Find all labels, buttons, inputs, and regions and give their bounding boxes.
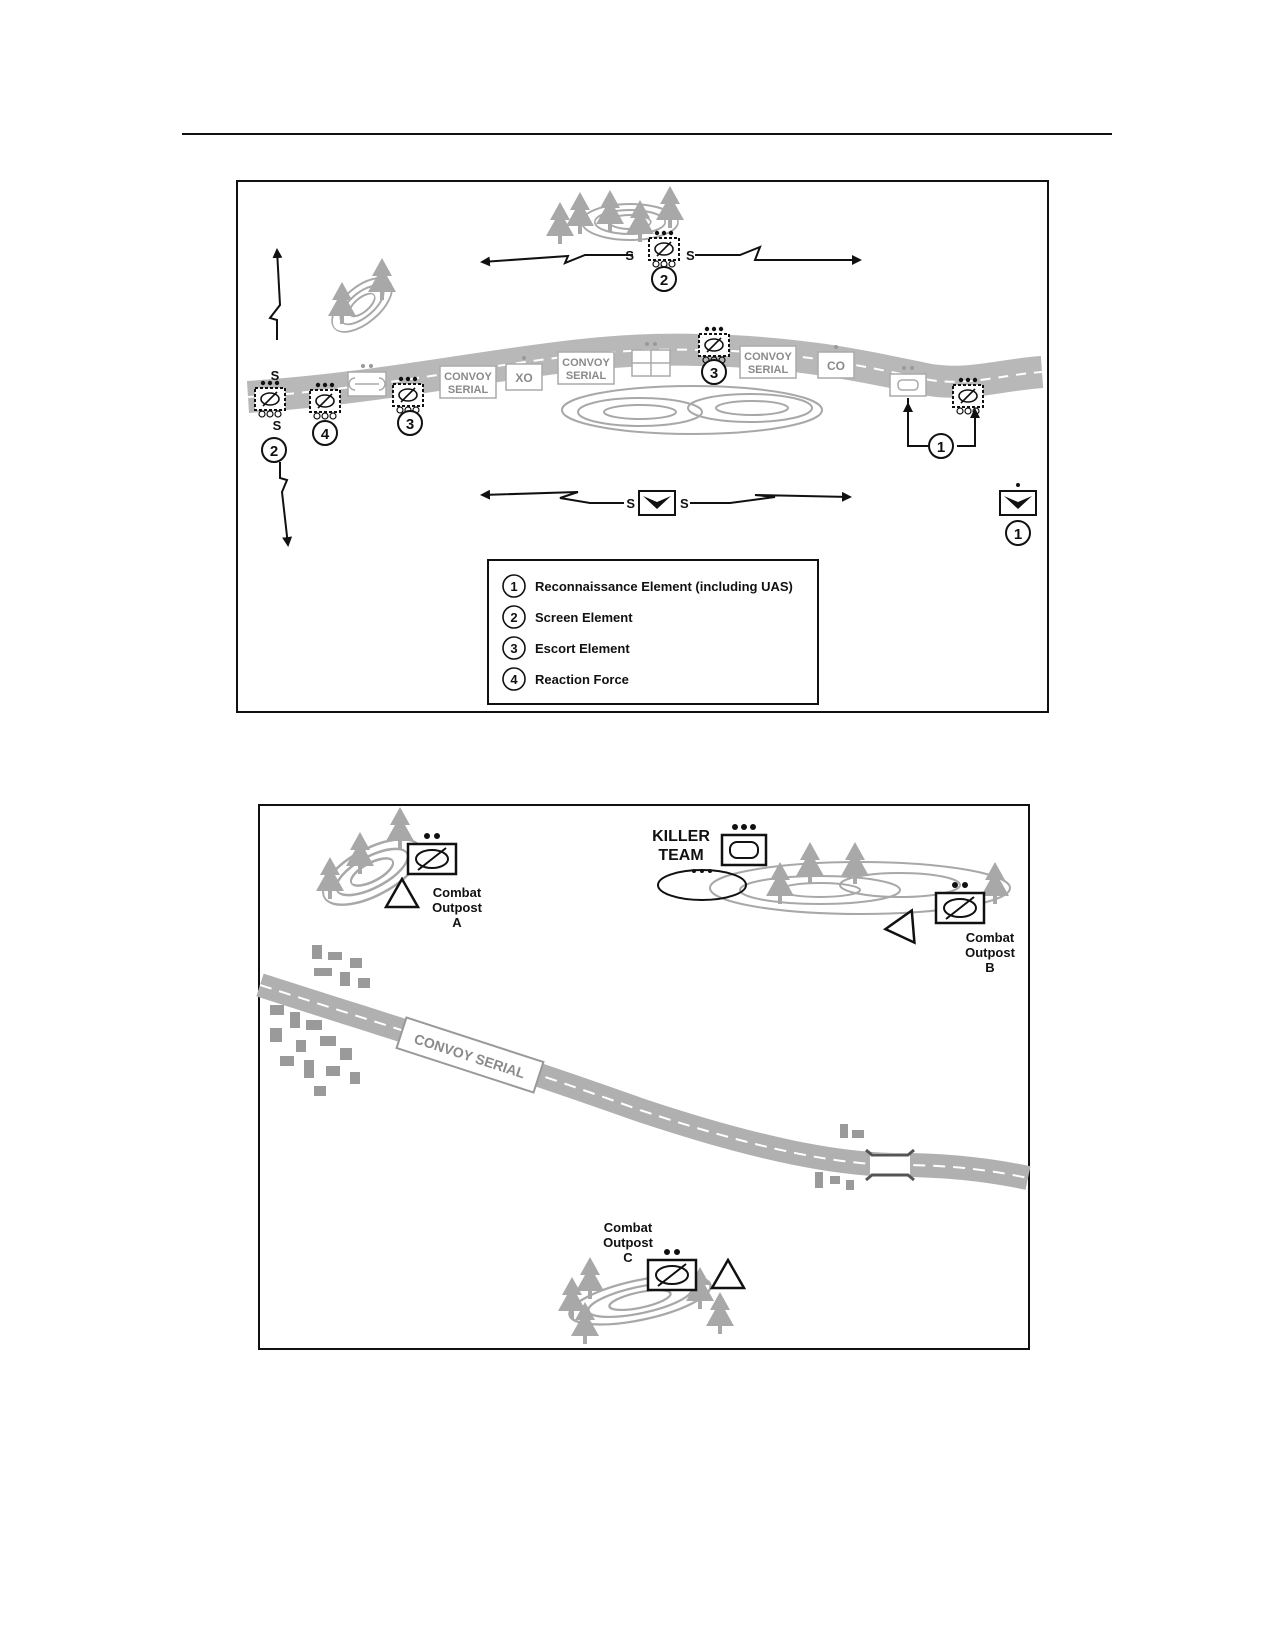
svg-text:A: A xyxy=(452,915,462,930)
xo-label: XO xyxy=(515,371,532,385)
killer-team-engagement-area xyxy=(657,869,747,901)
svg-text:2: 2 xyxy=(510,610,517,625)
convoy-serial-box-1: CONVOY SERIAL xyxy=(439,365,497,399)
xo-box: XO xyxy=(505,356,543,391)
convoy-serial-box-3: CONVOY SERIAL xyxy=(739,345,797,379)
convoy-serial-3-line1: CONVOY xyxy=(744,351,792,363)
svg-text:Outpost: Outpost xyxy=(432,900,482,915)
maintenance-box xyxy=(347,364,387,397)
marker-3-left: 3 xyxy=(397,410,423,436)
svg-text:4: 4 xyxy=(510,672,518,687)
uas-symbol-right xyxy=(999,483,1037,516)
marker-4: 4 xyxy=(312,420,338,446)
screen-label-top-right: S xyxy=(686,248,695,263)
svg-text:Reconnaissance Element (includ: Reconnaissance Element (including UAS) xyxy=(535,579,793,594)
svg-text:Reaction Force: Reaction Force xyxy=(535,672,629,687)
recon-connector xyxy=(903,398,980,447)
screen-label-left-bottom: S xyxy=(273,418,282,433)
svg-text:4: 4 xyxy=(321,426,330,443)
outpost-b-terrain xyxy=(709,842,1011,915)
legend-item-2: 2 Screen Element xyxy=(502,605,633,629)
convoy-serial-1-line2: SERIAL xyxy=(448,384,489,396)
svg-text:Screen Element: Screen Element xyxy=(535,610,633,625)
svg-text:3: 3 xyxy=(406,416,414,433)
legend-item-1: 1 Reconnaissance Element (including UAS) xyxy=(502,574,793,598)
legend-item-3: 3 Escort Element xyxy=(502,636,630,660)
screen-label-left-top: S xyxy=(271,368,280,383)
svg-text:C: C xyxy=(623,1250,633,1265)
svg-text:Combat: Combat xyxy=(966,930,1015,945)
svg-text:2: 2 xyxy=(270,443,278,460)
screen-label-bottom-left: S xyxy=(626,496,635,511)
marker-3-center: 3 xyxy=(701,359,727,385)
svg-text:Outpost: Outpost xyxy=(603,1235,653,1250)
convoy-serial-1-line1: CONVOY xyxy=(444,371,492,383)
marker-1-uas: 1 xyxy=(1005,520,1031,546)
svg-text:TEAM: TEAM xyxy=(658,847,703,864)
svg-text:2: 2 xyxy=(660,272,668,289)
svg-text:3: 3 xyxy=(510,641,517,656)
killer-team-unit xyxy=(720,824,768,867)
convoy-serial-3-line2: SERIAL xyxy=(748,364,789,376)
recon-vehicle-box xyxy=(889,366,927,397)
header-rule xyxy=(182,133,1112,135)
screen-line-top: S S xyxy=(480,245,862,267)
svg-text:Combat: Combat xyxy=(604,1220,653,1235)
marker-2-left: 2 xyxy=(261,437,287,463)
svg-text:KILLER: KILLER xyxy=(652,828,710,845)
killer-team-label: KILLER TEAM xyxy=(652,828,710,864)
svg-text:Outpost: Outpost xyxy=(965,945,1015,960)
svg-text:1: 1 xyxy=(937,439,945,456)
bridge xyxy=(865,1148,915,1182)
convoy-serial-2-line1: CONVOY xyxy=(562,357,610,369)
svg-text:Combat: Combat xyxy=(433,885,482,900)
screen-label-bottom-right: S xyxy=(680,496,689,511)
svg-text:B: B xyxy=(985,960,994,975)
screen-line-bottom: S S xyxy=(480,489,852,511)
screen-line-left: S S xyxy=(268,248,293,547)
marker-1-recon: 1 xyxy=(928,433,954,459)
marker-2-top: 2 xyxy=(651,266,677,292)
svg-text:1: 1 xyxy=(1014,526,1022,543)
outpost-b-label: Combat Outpost B xyxy=(965,930,1015,975)
terrain-hill-center xyxy=(561,385,823,435)
svg-text:1: 1 xyxy=(510,579,517,594)
figure2-frame xyxy=(258,804,1030,1350)
convoy-serial-2-line2: SERIAL xyxy=(566,370,607,382)
uas-symbol-center xyxy=(638,490,676,516)
co-box: CO xyxy=(817,345,855,379)
co-label: CO xyxy=(827,359,845,373)
medical-box xyxy=(631,342,671,377)
legend-item-4: 4 Reaction Force xyxy=(502,667,629,691)
town-buildings xyxy=(270,945,864,1190)
svg-text:3: 3 xyxy=(710,365,718,382)
convoy-serial-box-2: CONVOY SERIAL xyxy=(557,351,615,385)
screen-label-top-left: S xyxy=(625,248,634,263)
svg-text:Escort Element: Escort Element xyxy=(535,641,630,656)
outpost-c-label: Combat Outpost C xyxy=(603,1220,653,1265)
outpost-a-label: Combat Outpost A xyxy=(432,885,482,930)
